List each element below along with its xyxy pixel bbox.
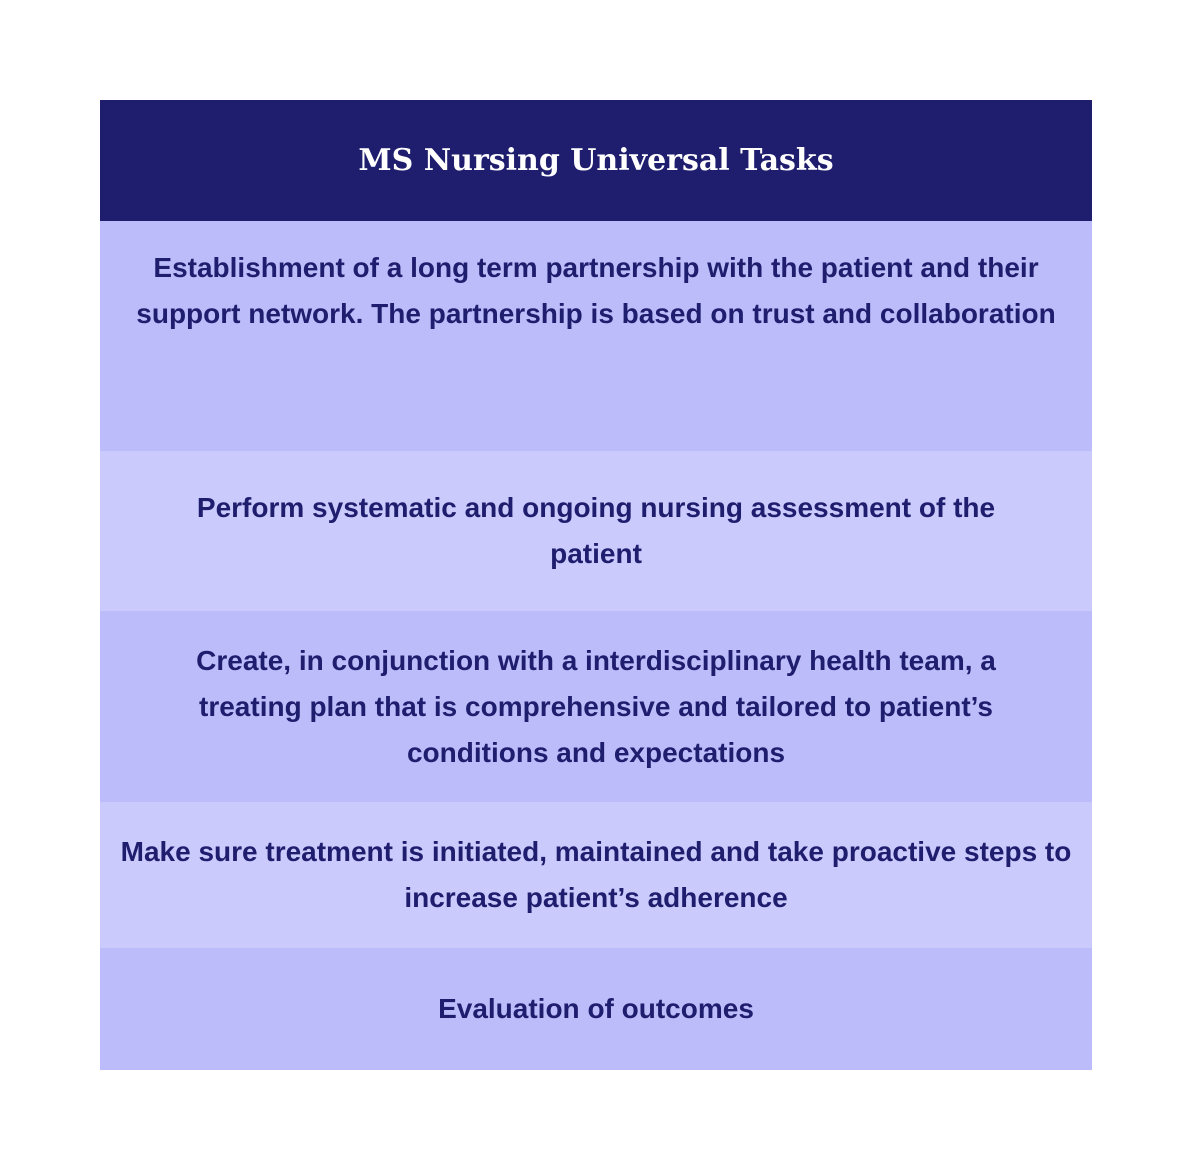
table-row: Make sure treatment is initiated, mainta… xyxy=(100,802,1092,948)
table-title: MS Nursing Universal Tasks xyxy=(358,143,834,178)
table-row: Create, in conjunction with a interdisci… xyxy=(100,611,1092,802)
row-text: Evaluation of outcomes xyxy=(438,993,754,1024)
row-text: Perform systematic and ongoing nursing a… xyxy=(196,492,996,569)
table-row: Evaluation of outcomes xyxy=(100,948,1092,1070)
tasks-table: MS Nursing Universal Tasks Establishment… xyxy=(100,100,1092,1070)
table-header: MS Nursing Universal Tasks xyxy=(100,100,1092,221)
row-text: Make sure treatment is initiated, mainta… xyxy=(120,836,1072,913)
table-row: Establishment of a long term partnership… xyxy=(100,221,1092,451)
table-row: Perform systematic and ongoing nursing a… xyxy=(100,451,1092,611)
row-text: Create, in conjunction with a interdisci… xyxy=(196,644,996,768)
row-text: Establishment of a long term partnership… xyxy=(136,252,1056,329)
